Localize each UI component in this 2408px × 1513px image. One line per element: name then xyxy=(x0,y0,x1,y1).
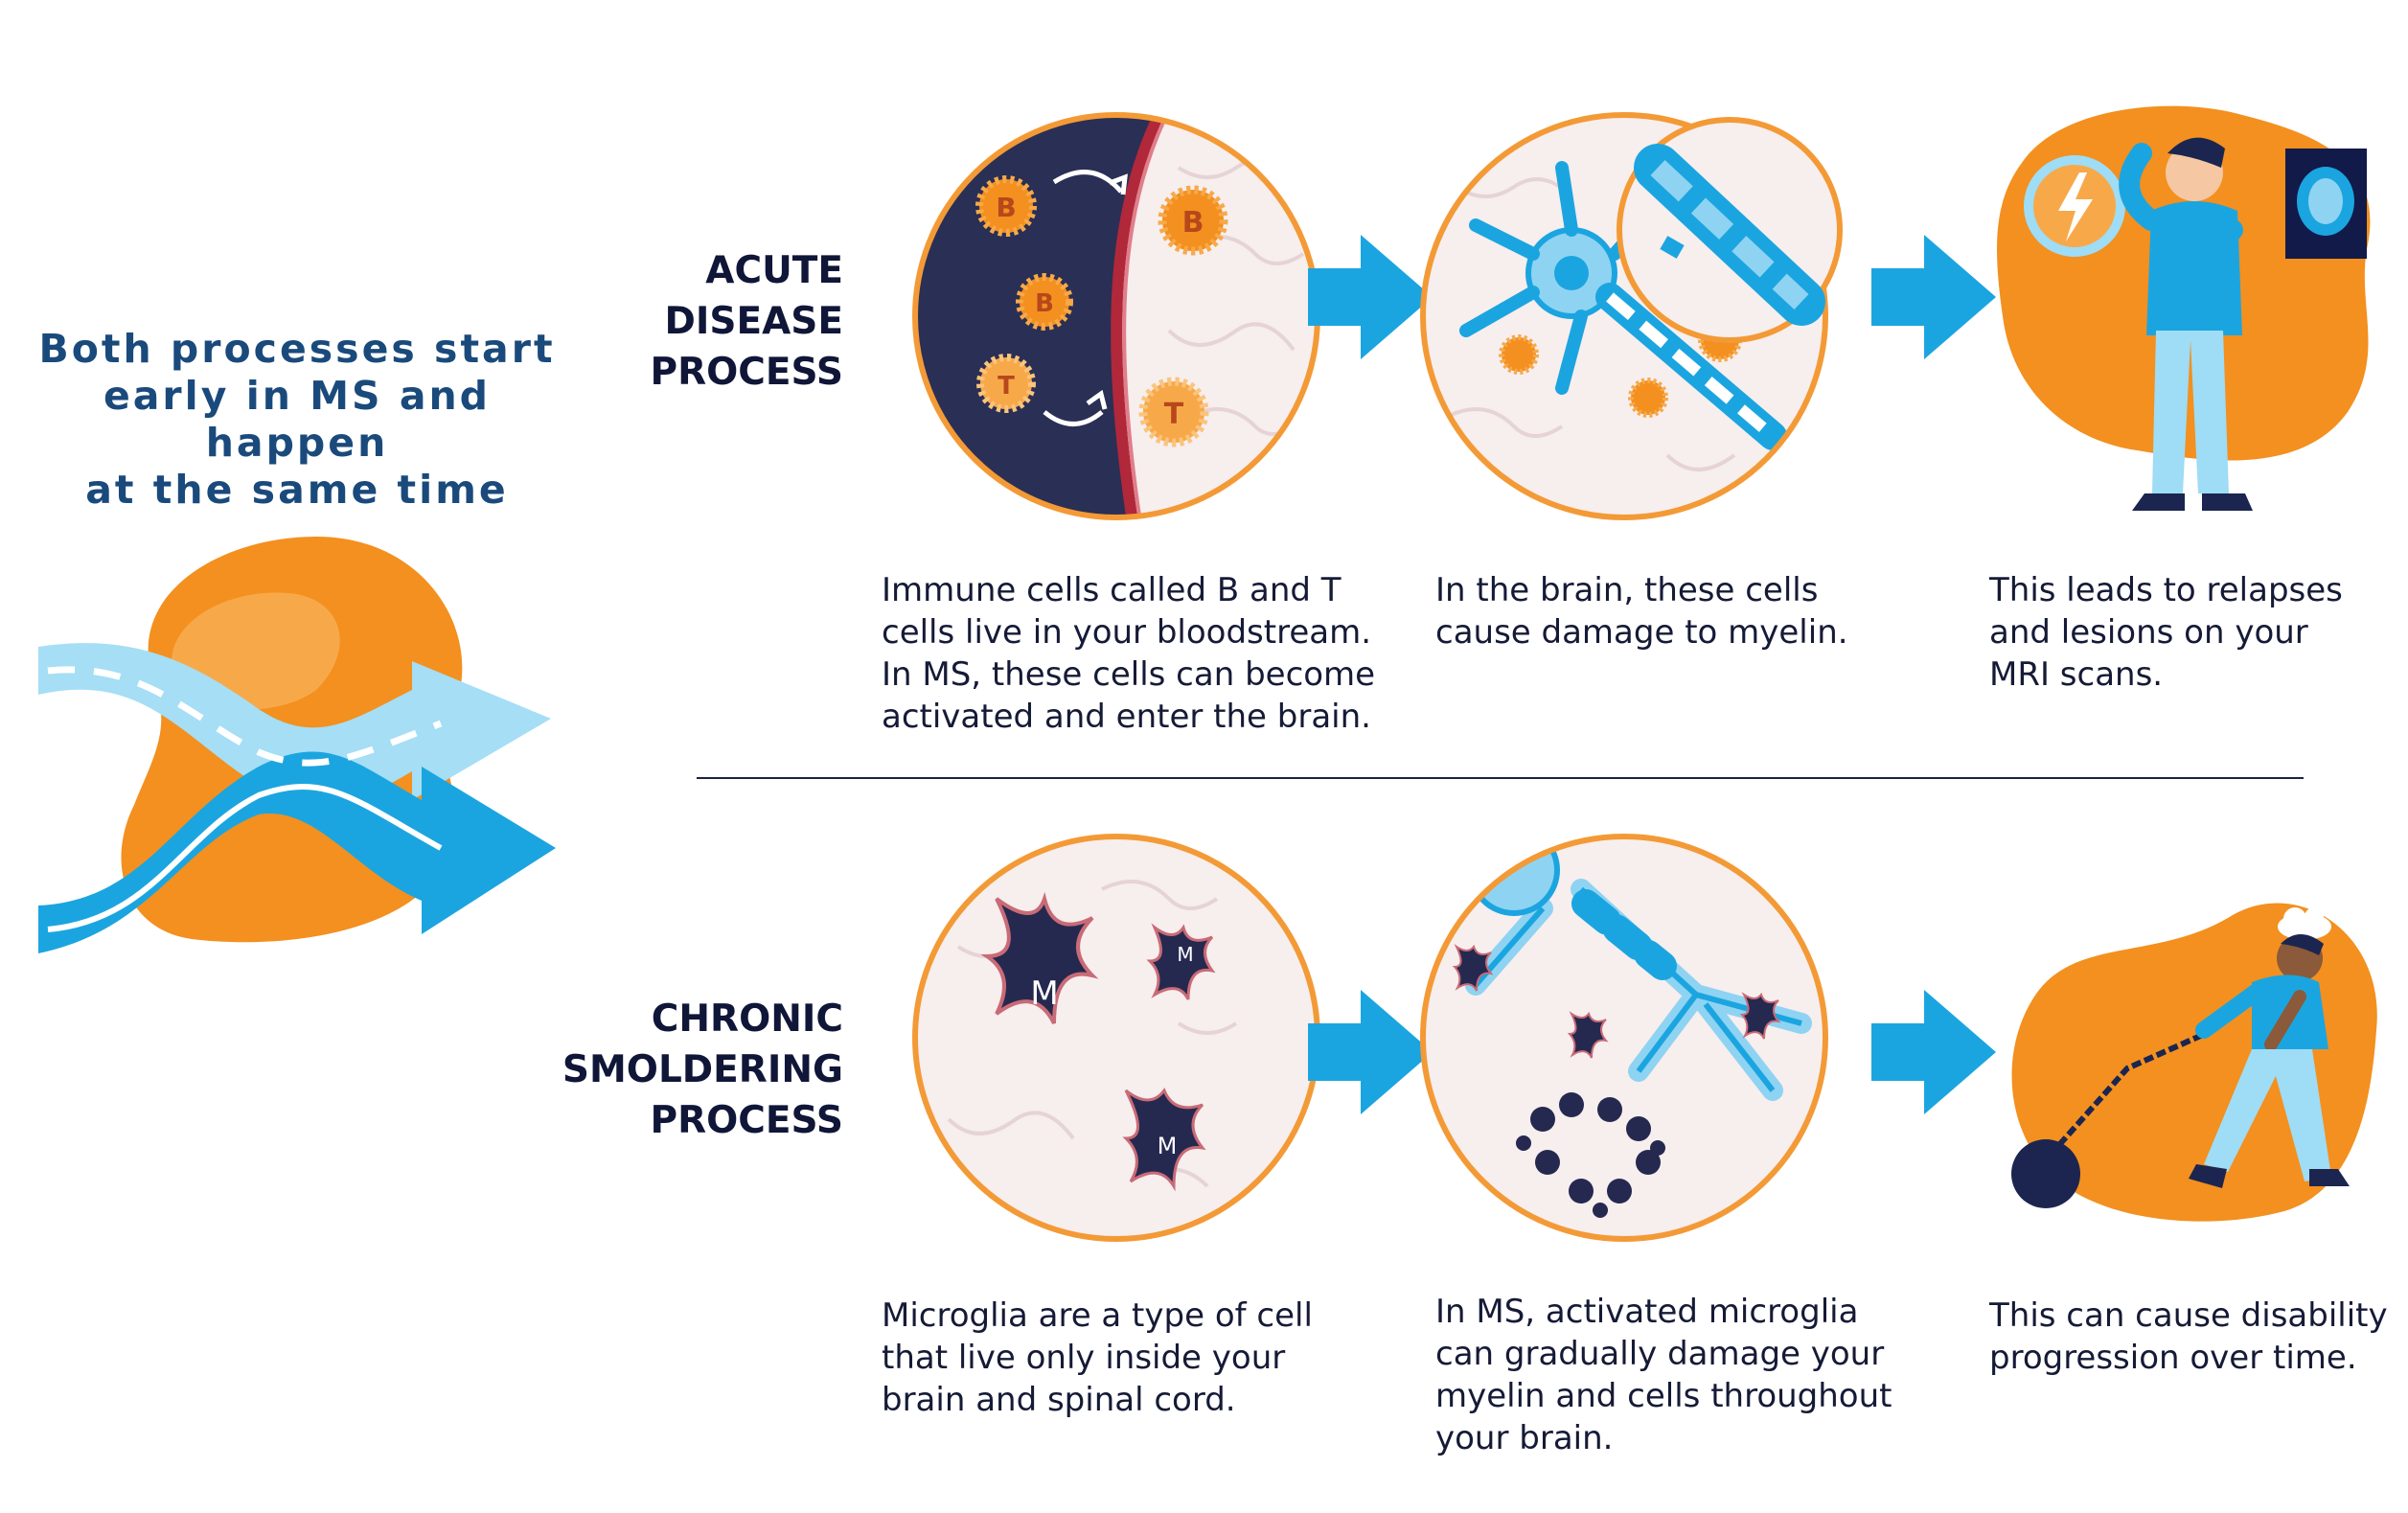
acute-caption-3: This leads to relapses and lesions on yo… xyxy=(1989,569,2343,696)
intro-line-3: at the same time xyxy=(85,467,509,513)
caption-line: myelin and cells throughout xyxy=(1435,1377,1892,1415)
microglia-damage-circle xyxy=(1420,834,1828,1242)
step-arrow xyxy=(1308,235,1433,359)
caption-line: progression over time. xyxy=(1989,1339,2357,1377)
caption-line: and lesions on your xyxy=(1989,613,2308,652)
acute-caption-2: In the brain, these cells cause damage t… xyxy=(1435,569,1848,653)
acute-caption-1: Immune cells called B and T cells live i… xyxy=(882,569,1375,738)
svg-text:T: T xyxy=(998,372,1015,401)
step-arrow xyxy=(1871,235,1996,359)
myelin-zoom-inset xyxy=(1617,117,1843,343)
step-arrow xyxy=(1308,990,1433,1114)
neuron xyxy=(1459,161,1787,450)
chronic-process-label: CHRONIC SMOLDERING PROCESS xyxy=(479,994,843,1146)
chronic-label-line-2: SMOLDERING xyxy=(562,1048,843,1091)
intro-text: Both processes start early in MS and hap… xyxy=(10,326,585,514)
caption-line: This can cause disability xyxy=(1989,1296,2388,1335)
road-dashes xyxy=(47,666,443,767)
caption-line: that live only inside your xyxy=(882,1339,1286,1377)
b-cell xyxy=(1499,334,1539,375)
b-cell: B xyxy=(975,175,1037,237)
acute-label-line-1: ACUTE xyxy=(705,249,843,292)
chronic-caption-1: Microglia are a type of cell that live o… xyxy=(882,1295,1313,1421)
migration-arrow xyxy=(1043,410,1104,426)
person-figure xyxy=(2119,137,2253,511)
svg-text:B: B xyxy=(1182,206,1204,240)
migration-arrow xyxy=(1052,170,1123,194)
chronic-label-line-1: CHRONIC xyxy=(651,997,843,1041)
caption-line: Immune cells called B and T xyxy=(882,571,1342,609)
b-cell xyxy=(1628,378,1668,418)
chronic-label-line-3: PROCESS xyxy=(650,1099,843,1142)
section-divider xyxy=(697,777,2304,779)
road-lines xyxy=(47,784,443,932)
caption-line: In MS, these cells can become xyxy=(882,655,1376,694)
mri-scan-image xyxy=(2285,149,2367,259)
microglia-cell: M xyxy=(980,891,1099,1024)
intertwined-paths-illustration xyxy=(38,537,556,953)
microglia-cell xyxy=(1452,944,1494,992)
microglia-circle: M M M xyxy=(912,834,1320,1242)
cloud-icon xyxy=(2278,907,2331,940)
caption-line: This leads to relapses xyxy=(1989,571,2343,609)
caption-line: can gradually damage your xyxy=(1435,1335,1885,1373)
acute-label-line-3: PROCESS xyxy=(650,351,843,394)
svg-text:M: M xyxy=(1158,1133,1178,1159)
chronic-caption-3: This can cause disability progression ov… xyxy=(1989,1295,2388,1379)
caption-line: In MS, activated microglia xyxy=(1435,1293,1859,1331)
person-figure xyxy=(2189,934,2350,1188)
lightning-bolt-icon xyxy=(2024,155,2125,257)
caption-line: activated and enter the brain. xyxy=(882,698,1371,736)
intro-line-2: early in MS and happen xyxy=(103,373,492,466)
b-cell: B xyxy=(1016,273,1073,331)
t-cell: T xyxy=(976,354,1036,413)
neuron-damage-circle xyxy=(1420,112,1843,520)
microglia-cell xyxy=(1739,992,1781,1040)
ball-and-chain-icon xyxy=(2011,1027,2215,1208)
acute-process-label: ACUTE DISEASE PROCESS xyxy=(479,245,843,398)
caption-line: Microglia are a type of cell xyxy=(882,1296,1313,1335)
caption-line: MRI scans. xyxy=(1989,655,2164,694)
dark-blue-road xyxy=(38,751,556,953)
vessel-wall xyxy=(1111,115,1167,517)
disability-progression-illustration xyxy=(2011,903,2377,1222)
chronic-caption-2: In MS, activated microglia can gradually… xyxy=(1435,1291,1892,1459)
t-cell-entering-brain: T xyxy=(1138,377,1209,447)
svg-text:T: T xyxy=(1164,398,1184,431)
microglia-cluster xyxy=(1516,1092,1665,1218)
step-arrow xyxy=(1871,990,1996,1114)
svg-text:B: B xyxy=(1035,289,1054,318)
svg-text:M: M xyxy=(1030,974,1058,1013)
relapse-person-illustration xyxy=(1997,105,2371,511)
b-cell-entering-brain: B xyxy=(1158,185,1228,256)
caption-line: brain and spinal cord. xyxy=(882,1381,1236,1419)
intro-line-1: Both processes start xyxy=(38,326,556,372)
svg-text:M: M xyxy=(1177,943,1193,966)
caption-line: In the brain, these cells xyxy=(1435,571,1819,609)
svg-text:B: B xyxy=(996,192,1016,223)
bloodstream-circle: B B T B T xyxy=(912,112,1320,520)
light-blue-road xyxy=(38,643,551,808)
microglia-cell: M xyxy=(1122,1087,1206,1192)
caption-line: cells live in your bloodstream. xyxy=(882,613,1371,652)
microglia-cell: M xyxy=(1146,923,1216,1000)
caption-line: cause damage to myelin. xyxy=(1435,613,1848,652)
brain-folds xyxy=(1167,158,1315,436)
caption-line: your brain. xyxy=(1435,1419,1614,1457)
microglia-cell xyxy=(1567,1011,1609,1059)
acute-label-line-2: DISEASE xyxy=(664,300,843,343)
